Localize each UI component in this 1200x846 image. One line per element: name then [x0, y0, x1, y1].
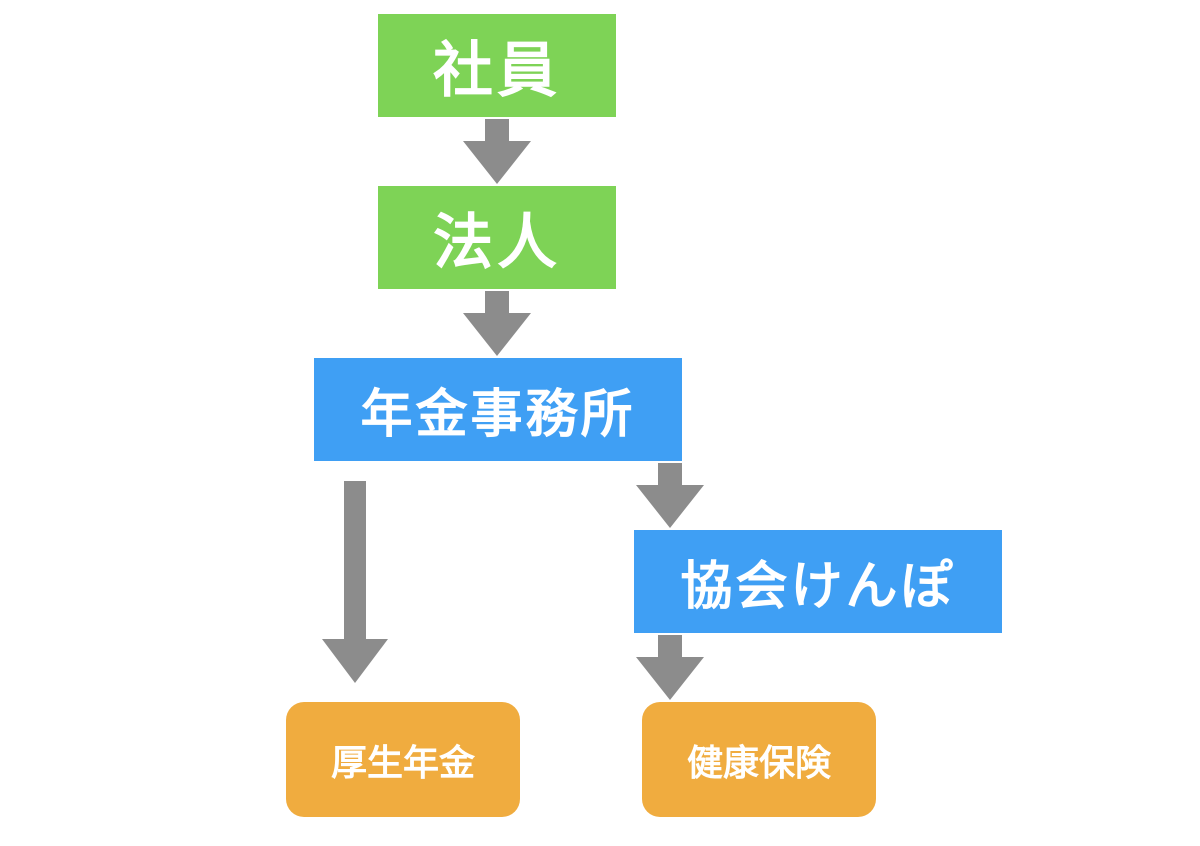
kyokai-kenpo-label: 協会けんぽ: [680, 557, 956, 617]
corporation-node: 法人: [378, 186, 616, 289]
health-insurance-node: 健康保険: [642, 702, 876, 817]
arrow-kyokai-kenpo-to-health-insurance: [636, 635, 704, 700]
arrow-pension-office-to-kyokai-kenpo: [636, 463, 704, 528]
corporation-label: 法人: [433, 208, 561, 278]
welfare-pension-node: 厚生年金: [286, 702, 520, 817]
health-insurance-label: 健康保険: [686, 742, 831, 784]
employee-node: 社員: [378, 14, 616, 117]
arrow-corporation-to-pension-office: [463, 291, 531, 356]
kyokai-kenpo-node: 協会けんぽ: [634, 530, 1002, 633]
arrow-pension-office-to-welfare-pension: [322, 481, 388, 683]
employee-label: 社員: [433, 36, 561, 106]
pension-office-label: 年金事務所: [360, 385, 636, 445]
welfare-pension-label: 厚生年金: [330, 742, 475, 784]
arrow-employee-to-corporation: [463, 119, 531, 184]
pension-office-node: 年金事務所: [314, 358, 682, 461]
